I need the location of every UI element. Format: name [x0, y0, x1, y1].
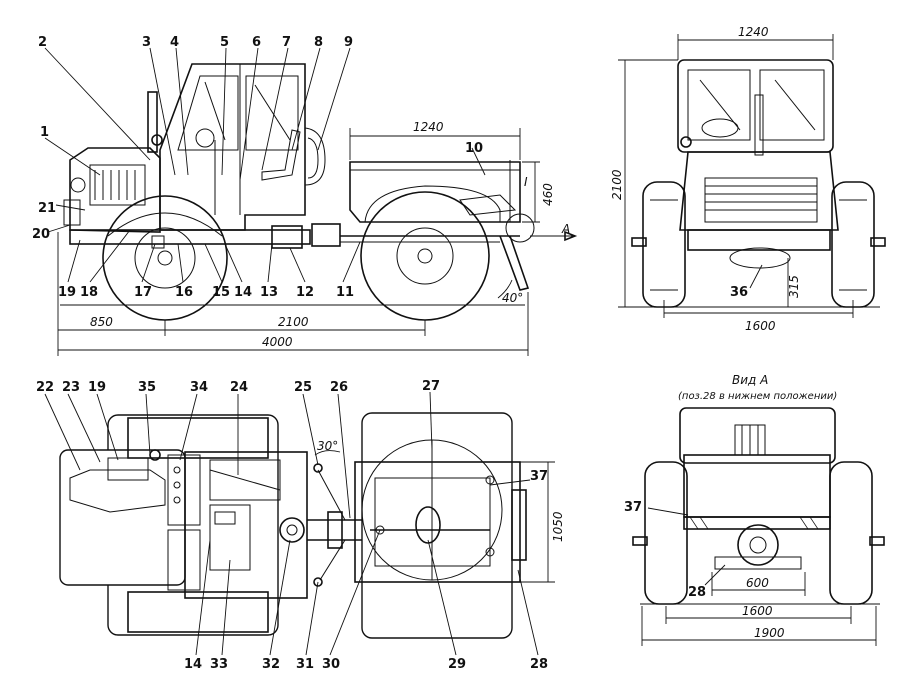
callout-21: 21: [38, 201, 56, 216]
dim-front-overhang: 850: [90, 315, 113, 329]
view-arrow-label: A: [561, 222, 570, 236]
callout-10: 10: [465, 141, 483, 156]
front-cab: [677, 59, 834, 156]
callout-35: 35: [138, 380, 156, 395]
callout-36: 36: [730, 285, 748, 300]
dim-body-width: 1050: [551, 511, 565, 542]
front-hood: [679, 151, 839, 251]
callout-17: 17: [134, 285, 152, 300]
callout-11: 11: [336, 285, 354, 300]
detail-circle: [505, 213, 535, 243]
front-view: 1240 2100 315 1600 36: [610, 25, 886, 333]
dim-front-track: 1600: [745, 319, 776, 333]
callout-12: 12: [296, 285, 314, 300]
front-axle: [729, 247, 791, 269]
rear-trailer: [679, 407, 836, 570]
top-leaders: [44, 391, 539, 656]
callout-16: 16: [175, 285, 193, 300]
dim-body-height: 460: [541, 183, 555, 206]
dim-top-width: 1240: [738, 25, 769, 39]
dim-angle-30: 30°: [317, 439, 338, 453]
callout-25: 25: [294, 380, 312, 395]
callout-37-rear: 37: [624, 500, 642, 515]
side-dimensions: [57, 128, 578, 356]
callout-29: 29: [448, 657, 466, 672]
callout-20: 20: [32, 227, 50, 242]
callout-24: 24: [230, 380, 248, 395]
callout-5: 5: [220, 35, 229, 50]
rear-view-caption: Вид А: [732, 373, 768, 387]
callout-6: 6: [252, 35, 261, 50]
callout-2: 2: [38, 35, 47, 50]
dim-inner-600: 600: [746, 576, 769, 590]
rear-left-wheel: [644, 461, 688, 605]
callout-26: 26: [330, 380, 348, 395]
callout-22: 22: [36, 380, 54, 395]
engine-block: [63, 147, 161, 233]
callout-23: 23: [62, 380, 80, 395]
top-tractor: [59, 414, 308, 636]
callout-19-top: 19: [88, 380, 106, 395]
callout-14-top: 14: [184, 657, 202, 672]
callout-34: 34: [190, 380, 208, 395]
hitch-arm: [499, 235, 530, 291]
rear-right-wheel: [829, 461, 873, 605]
trailer-body: [349, 160, 521, 223]
callout-4: 4: [170, 35, 179, 50]
cab: [159, 63, 326, 231]
callout-31: 31: [296, 657, 314, 672]
exhaust-pipe: [147, 91, 158, 153]
front-dimensions: [618, 34, 854, 318]
side-leaders: [44, 47, 486, 283]
dim-angle-40: 40°: [502, 291, 523, 305]
side-view: 1240 460 850 2100 4000 40° I A: [32, 35, 578, 356]
callout-7: 7: [282, 35, 291, 50]
callout-8: 8: [314, 35, 323, 50]
callout-3: 3: [142, 35, 151, 50]
frame: [69, 223, 520, 249]
callout-1: 1: [40, 125, 49, 140]
callout-30: 30: [322, 657, 340, 672]
callout-14: 14: [234, 285, 252, 300]
top-dimensions: [520, 461, 555, 583]
mirror: [151, 134, 163, 146]
callout-28-top: 28: [530, 657, 548, 672]
trailer-wheel: [360, 191, 490, 321]
rear-view: Вид А (поз.28 в нижнем положении): [624, 373, 885, 646]
callout-28-rear: 28: [688, 585, 706, 600]
dim-body-length: 1240: [413, 120, 444, 134]
front-right-wheel: [831, 181, 875, 308]
top-trailer: [354, 412, 527, 639]
callout-19: 19: [58, 285, 76, 300]
callout-32: 32: [262, 657, 280, 672]
callout-37-top: 37: [530, 469, 548, 484]
front-wheel: [102, 195, 228, 321]
dim-wheelbase: 2100: [278, 315, 309, 329]
rear-dimensions: [641, 507, 877, 646]
callout-27: 27: [422, 379, 440, 394]
callout-9: 9: [344, 35, 353, 50]
callout-33: 33: [210, 657, 228, 672]
dim-rear-track: 1600: [742, 604, 773, 618]
dim-front-height: 2100: [610, 169, 624, 200]
dim-clearance: 315: [787, 275, 801, 298]
top-view: 30° 1050 22 23 19 35 34 24 25 26: [36, 379, 565, 672]
callout-18: 18: [80, 285, 98, 300]
dim-overall-length: 4000: [262, 335, 293, 349]
front-left-wheel: [642, 181, 686, 308]
top-hitch: [307, 450, 370, 587]
detail-mark-i: I: [524, 175, 528, 189]
callout-15: 15: [212, 285, 230, 300]
dim-overall-width: 1900: [754, 626, 785, 640]
rear-view-caption-sub: (поз.28 в нижнем положении): [678, 391, 837, 402]
callout-13: 13: [260, 285, 278, 300]
